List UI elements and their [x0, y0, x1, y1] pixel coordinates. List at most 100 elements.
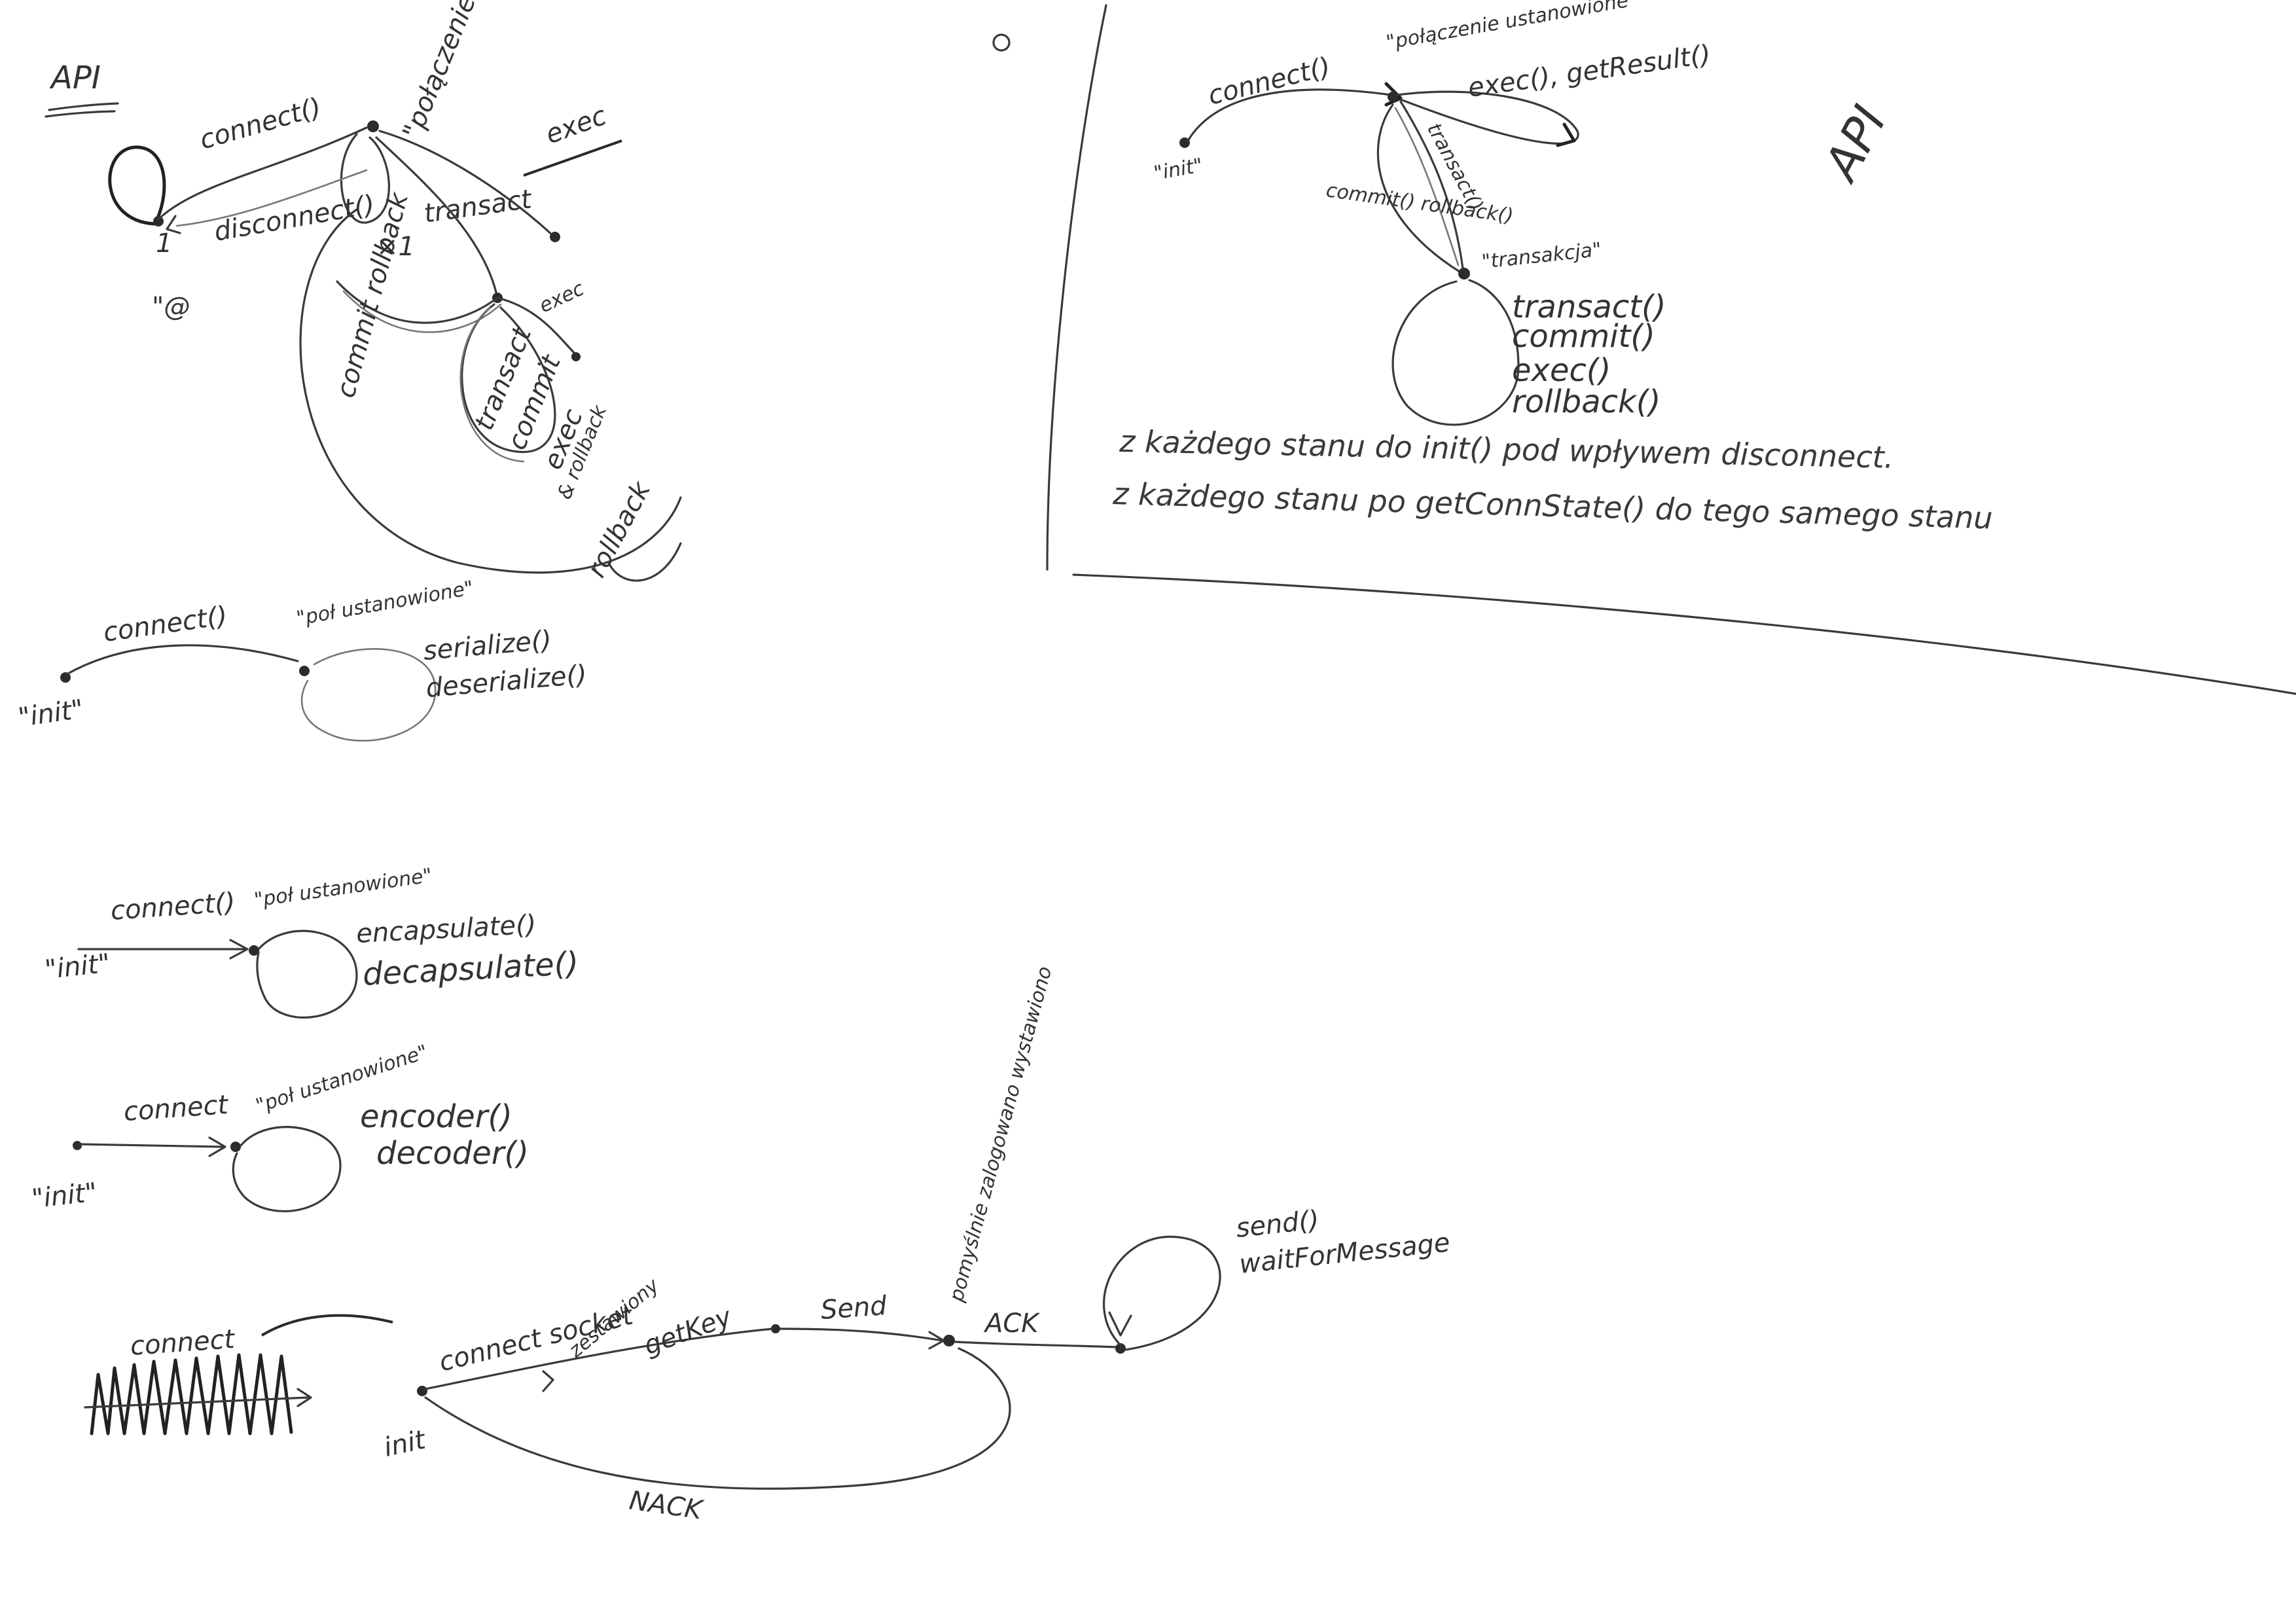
transact-transition — [378, 130, 554, 237]
init-state — [73, 1141, 82, 1150]
key-state — [771, 1324, 780, 1333]
connect-socket-transition — [424, 1327, 774, 1390]
api-panel: API "init" connect() "połączenie ustanow… — [992, 0, 2296, 695]
connect-label: connect() — [196, 92, 325, 156]
session-state — [1115, 1343, 1126, 1354]
init-state — [417, 1386, 427, 1396]
transact-arc-2 — [1394, 107, 1460, 266]
encapsulate-diagram: "init" connect() "poł ustanowione" encap… — [43, 864, 580, 1019]
connect-arrowhead — [229, 939, 249, 960]
init-self-loop — [108, 145, 166, 226]
init-state — [60, 672, 71, 683]
connect-label: connect — [122, 1090, 230, 1127]
init-label: init — [382, 1424, 429, 1462]
connect-label: connect() — [1205, 52, 1333, 111]
scribble-text: connect — [129, 1324, 236, 1362]
session-loop-arrowhead — [1108, 1311, 1132, 1337]
encoder-diagram: "init" connect "poł ustanowione" encoder… — [30, 1041, 529, 1214]
state-label: "poł ustanowione" — [295, 577, 475, 630]
strikethrough — [523, 139, 622, 177]
ack-label: ACK — [983, 1308, 1040, 1339]
transact-label: transact — [422, 184, 534, 229]
transact-target-state — [550, 232, 560, 242]
heading-underline-2 — [45, 110, 116, 118]
init-state — [153, 216, 164, 226]
connected-state — [230, 1142, 241, 1152]
connect-label: connect() — [109, 888, 236, 926]
rollback-small-loop — [607, 542, 682, 582]
session-self-loop — [1103, 1235, 1221, 1351]
loop-op-rollback: rollback() — [1512, 384, 1660, 420]
transact-to-transaction — [375, 136, 499, 299]
self-loop — [232, 1126, 342, 1212]
panel-border-left — [1046, 4, 1107, 571]
state-label: "poł ustanowione" — [253, 864, 433, 912]
op-decapsulate: decapsulate() — [362, 945, 580, 993]
transaction-state-label: "transakcja" — [1480, 238, 1602, 274]
scribble-crossout — [90, 1353, 293, 1435]
connected-state — [367, 120, 379, 132]
ack-transition — [954, 1341, 1117, 1348]
connected-state-label: "połączenie ustalone" — [397, 0, 532, 143]
op-encoder: encoder() — [360, 1098, 512, 1135]
exec-small-state — [571, 352, 581, 361]
scribble-strike — [260, 1314, 393, 1337]
connected-arrowhead — [1384, 82, 1403, 107]
mark-x1: ×1 — [376, 232, 415, 262]
transaction-self-loop — [1391, 279, 1520, 426]
transaction-state — [1458, 268, 1470, 280]
disconnect-arrowhead — [166, 215, 181, 234]
panel-border-bottom — [1072, 573, 2296, 695]
self-loop — [256, 929, 358, 1019]
exec-arrowhead — [1556, 122, 1576, 147]
connected-state — [299, 666, 310, 676]
send-label: Send — [819, 1291, 888, 1326]
getkey-label: getKey — [640, 1301, 736, 1361]
connect-socket-arrowhead — [542, 1370, 554, 1392]
transaction-self-loop-2 — [459, 306, 525, 463]
disconnect-label: disconnect() — [212, 189, 377, 247]
exec-label: exec — [542, 101, 611, 151]
api-state-diagram: API connect() "połączenie ustalone" exec… — [45, 0, 682, 583]
scribble-arrowhead — [296, 1388, 312, 1407]
connect-transition — [65, 644, 299, 676]
connect-transition — [79, 1143, 224, 1148]
disconnect-transition — [175, 169, 368, 227]
op-encapsulate: encapsulate() — [355, 910, 537, 949]
exec-transition — [1396, 90, 1579, 145]
transact-arc — [1399, 100, 1464, 270]
init-label: "init" — [16, 694, 85, 732]
commit-rollback-arc — [336, 280, 499, 324]
ink-mark — [992, 33, 1011, 52]
rollback-outer-loop — [299, 208, 682, 574]
op-decoder: decoder() — [376, 1135, 529, 1172]
connect-arrowhead — [208, 1136, 226, 1157]
note-line-2: z każdego stanu po getConnState() do teg… — [1112, 476, 1994, 536]
connected-state-label: "połączenie ustanowione" — [1384, 0, 1639, 54]
exec-small-label: exec — [536, 277, 588, 317]
mark-1: 1 — [156, 228, 172, 259]
commit-rollback-arc-2 — [342, 290, 502, 333]
logged-state — [943, 1335, 955, 1346]
op-serialize: serialize() — [422, 625, 553, 666]
loop-op-send: send() — [1234, 1205, 1321, 1244]
init-label: "init" — [1152, 154, 1204, 185]
exec-getresult-label: exec(), getResult() — [1466, 39, 1713, 103]
at-note: "@ — [152, 292, 190, 322]
logged-state-label: pomyślnie zalogowano wystawiono — [945, 964, 1057, 1305]
rollback-label: rollback — [581, 476, 657, 583]
serialize-diagram: "init" connect() "poł ustanowione" seria… — [16, 577, 588, 742]
nack-transition — [424, 1347, 1011, 1490]
connected-self-loop — [340, 133, 390, 224]
op-deserialize: deserialize() — [425, 660, 588, 704]
heading-underline — [48, 102, 119, 111]
socket-protocol-diagram: connect init connect socket zestawiony g… — [84, 964, 1452, 1526]
api-heading: API — [49, 60, 101, 96]
send-transition — [779, 1327, 944, 1342]
self-loop — [300, 648, 437, 742]
loop-op-transact: transact() — [1512, 289, 1666, 325]
loop-op-commit: commit() — [1512, 318, 1655, 355]
note-line-1: z każdego stanu do init() pod wpływem di… — [1119, 424, 1894, 475]
connected-state — [1388, 92, 1398, 102]
